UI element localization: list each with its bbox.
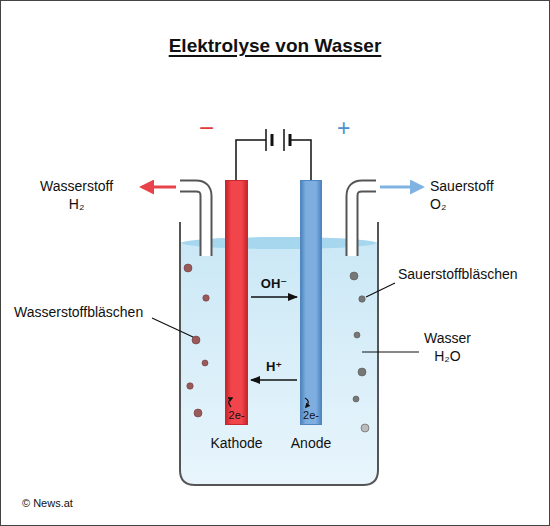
- bubble: [354, 332, 360, 338]
- hydrogen-tube-inner: [180, 186, 206, 256]
- oxygen-arrow: [380, 186, 422, 189]
- bubble: [358, 368, 366, 376]
- electrode-name: Kathode: [210, 435, 262, 453]
- anode-wire: [290, 140, 311, 180]
- diagram-title: Elektrolyse von Wasser: [0, 34, 550, 58]
- electron-curl: [305, 398, 308, 407]
- battery-plate: [289, 134, 292, 146]
- bubble: [203, 295, 209, 301]
- oxygen-tube: [352, 186, 376, 256]
- battery-plate: [283, 129, 285, 151]
- negative-pole: −: [199, 112, 214, 145]
- bubble: [361, 424, 369, 432]
- electron-label: 2e-: [303, 409, 319, 423]
- ion-label: H⁺: [266, 359, 282, 375]
- cathode-electrode: 2e-Kathode: [225, 180, 248, 425]
- positive-pole: +: [337, 114, 350, 143]
- water-label: Wasser H₂O: [424, 330, 471, 365]
- bubble: [187, 383, 193, 389]
- gas-label: Wasserstoff H₂: [40, 178, 113, 213]
- oxygen-tube-inner: [352, 186, 376, 256]
- ion-label: OH⁻: [261, 276, 287, 292]
- bubble: [359, 296, 365, 302]
- bubble: [353, 396, 359, 402]
- ion-arrow: [251, 379, 297, 381]
- gas-label: Sauerstoff O₂: [430, 178, 494, 213]
- bubble: [194, 409, 202, 417]
- leader-line: [366, 283, 395, 297]
- water: [181, 242, 377, 484]
- ion-arrow: [251, 296, 297, 298]
- electron-curl: [229, 398, 232, 407]
- battery-symbol: [266, 129, 290, 151]
- gas-tubes: [180, 186, 376, 256]
- bubble-label: Wasserstoffbläschen: [14, 304, 143, 322]
- hydrogen-tube: [180, 186, 206, 256]
- leader-lines: [152, 283, 419, 352]
- battery-plate: [265, 129, 267, 151]
- bubble: [350, 272, 358, 280]
- electrode-name: Anode: [291, 435, 331, 453]
- anode-electrode: 2e-Anode: [300, 180, 322, 425]
- bubble: [184, 264, 192, 272]
- hydrogen-arrow: [142, 186, 176, 189]
- battery-plate: [271, 134, 274, 146]
- bubble: [202, 360, 208, 366]
- copyright-note: © News.at: [22, 497, 73, 511]
- hydrogen-bubbles: [184, 264, 209, 417]
- leader-line: [152, 318, 193, 337]
- bubble: [192, 336, 200, 344]
- beaker: [180, 222, 378, 485]
- electron-label: 2e-: [229, 409, 245, 423]
- bubble-label: Sauerstoffbläschen: [398, 266, 518, 284]
- leader-line: [362, 351, 419, 352]
- cathode-wire: [236, 140, 266, 180]
